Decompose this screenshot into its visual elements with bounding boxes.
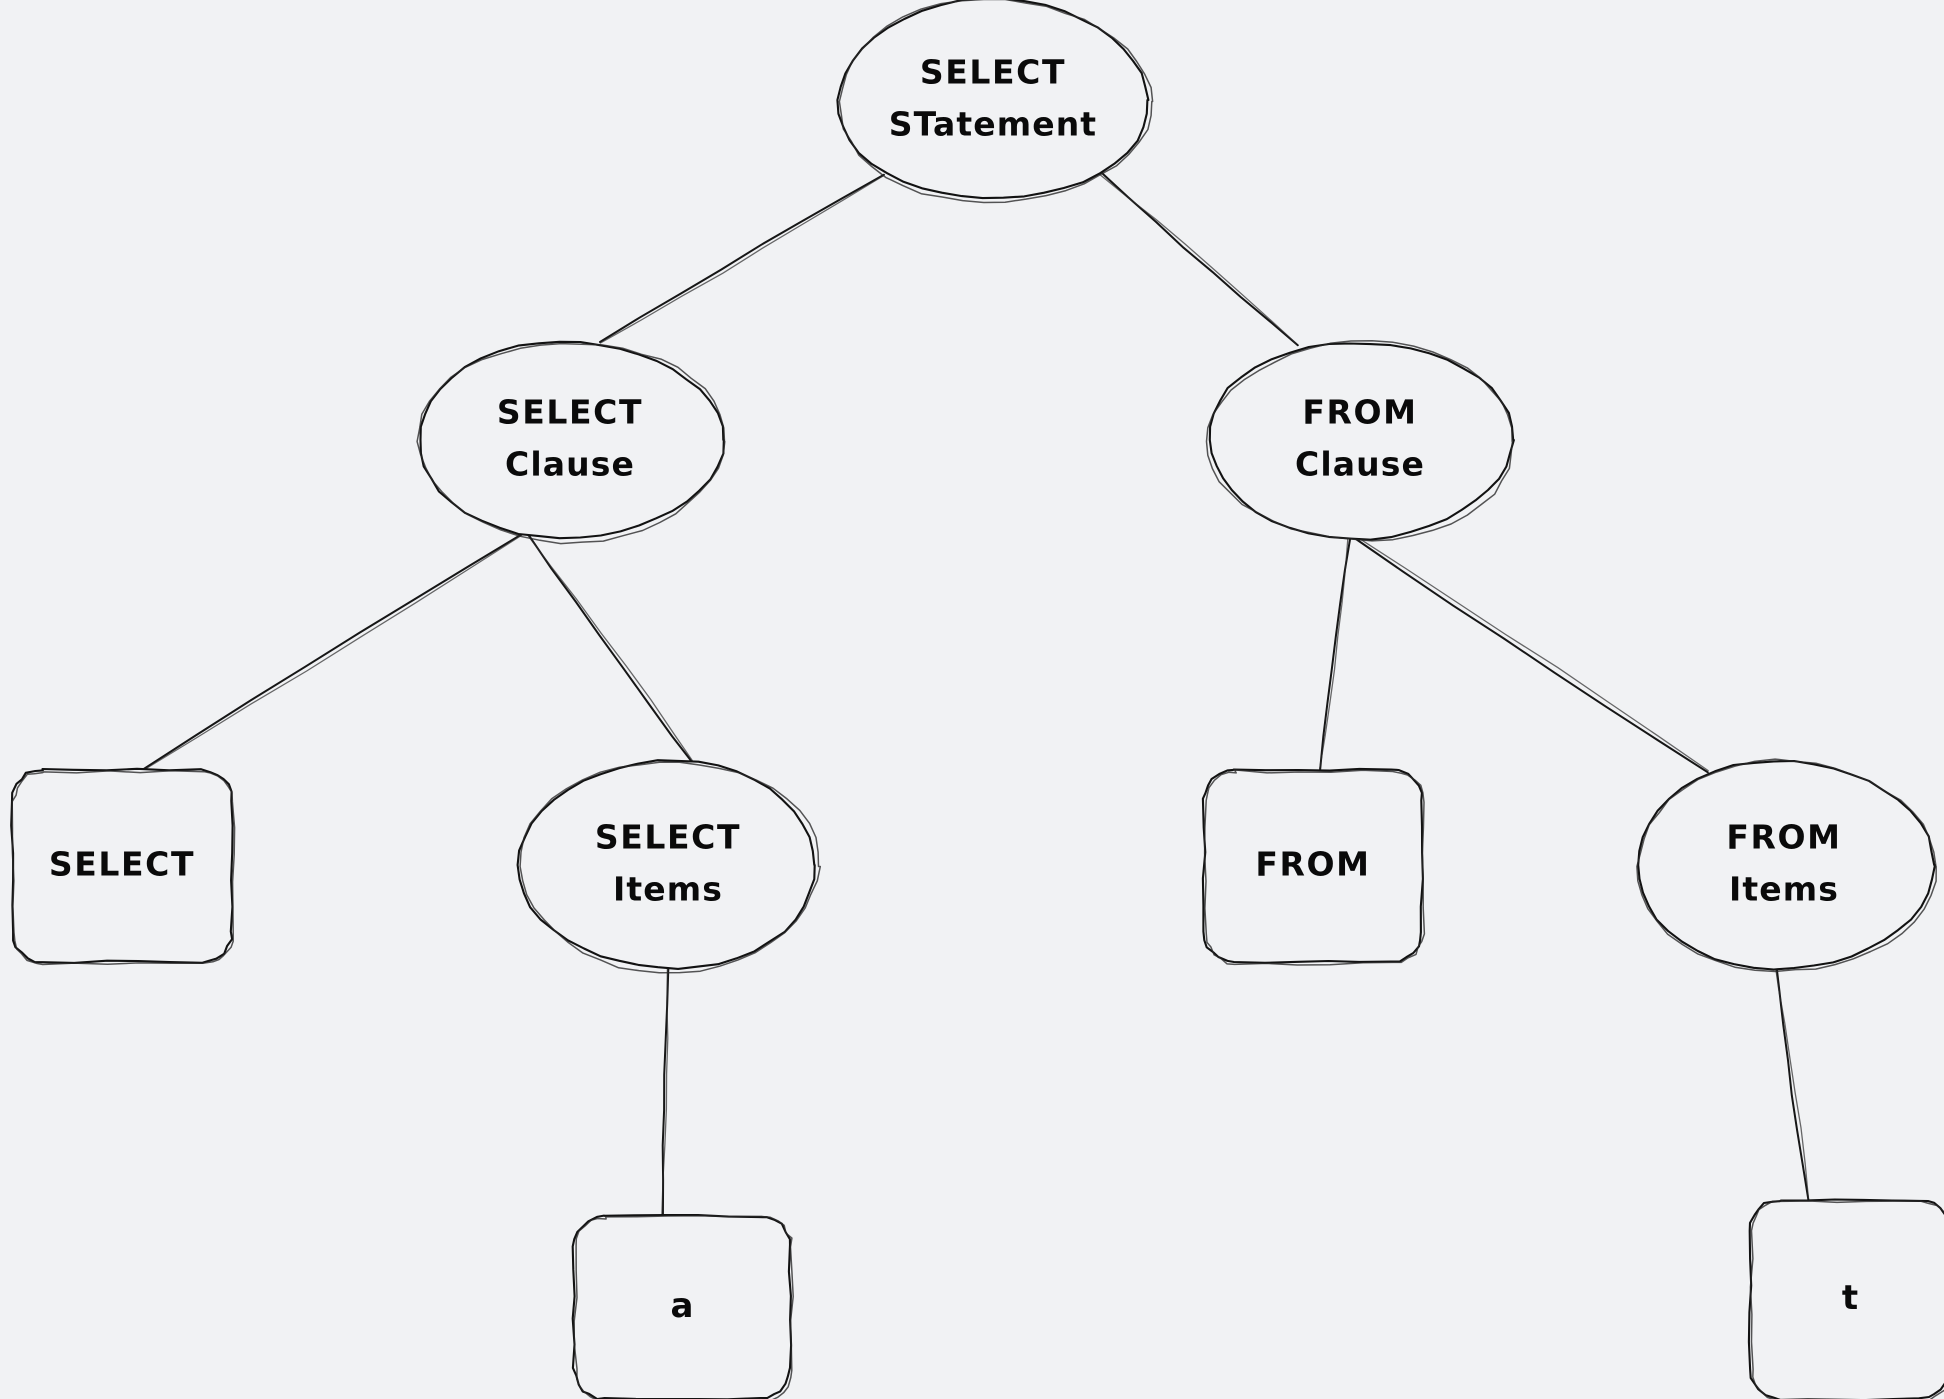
node-label-line2: Clause — [1295, 445, 1425, 484]
edge-stroke-ghost — [1353, 534, 1709, 772]
node-from-terminal[interactable]: FROM — [1201, 767, 1426, 966]
edge-stroke — [1351, 535, 1709, 774]
edge-select-clause-to-select-terminal — [141, 531, 527, 772]
node-outline-rect-ghost — [1749, 1200, 1944, 1399]
edge-stroke — [527, 533, 699, 770]
node-label-line2: Items — [613, 870, 723, 909]
node-leaf-t[interactable]: t — [1747, 1198, 1944, 1399]
edge-stroke — [599, 173, 885, 343]
edge-select-clause-to-select-items — [525, 532, 699, 770]
node-outline-ellipse — [516, 759, 816, 970]
nodes-layer: SELECTSTatementSELECTClauseFROMClauseSEL… — [10, 0, 1944, 1399]
edge-stroke — [141, 531, 527, 772]
node-leaf-a[interactable]: a — [571, 1213, 794, 1399]
node-outline-ellipse-ghost — [1636, 758, 1937, 973]
edge-select-items-to-leaf-a — [661, 967, 670, 1217]
node-from-items[interactable]: FROM Items — [1636, 758, 1937, 973]
node-outline-ellipse-ghost — [416, 342, 726, 545]
edge-stroke-ghost — [141, 533, 525, 772]
node-label-line2: Clause — [505, 445, 635, 484]
edge-stroke-ghost — [525, 532, 699, 770]
node-outline-rect-ghost — [11, 770, 236, 966]
node-label-line1: FROM — [1255, 845, 1370, 884]
node-select-clause[interactable]: SELECT Clause — [416, 340, 726, 545]
node-label-line2: Items — [1729, 870, 1839, 909]
edge-select-statement-to-from-clause — [1097, 170, 1299, 347]
edge-from-items-to-leaf-t — [1772, 953, 1810, 1201]
node-label-line1: FROM — [1302, 393, 1417, 432]
node-outline-rect-ghost — [573, 1215, 794, 1399]
edge-stroke-ghost — [1319, 535, 1349, 770]
edge-stroke-ghost — [599, 174, 885, 344]
node-select-items[interactable]: SELECT Items — [516, 759, 822, 974]
node-outline-rect-ghost — [1203, 769, 1426, 966]
edge-select-statement-to-select-clause — [599, 173, 885, 344]
node-outline-ellipse-ghost — [838, 0, 1154, 204]
node-label-line1: SELECT — [49, 845, 195, 884]
edge-stroke — [1099, 170, 1299, 347]
node-label-line1: SELECT — [497, 393, 643, 432]
edge-from-clause-to-from-items — [1351, 534, 1709, 774]
edges-layer — [141, 170, 1810, 1217]
edge-stroke — [1774, 954, 1810, 1201]
node-outline-ellipse — [419, 340, 725, 540]
node-label-line1: a — [671, 1286, 694, 1326]
node-outline-ellipse — [1637, 759, 1937, 971]
node-label-line1: FROM — [1726, 818, 1841, 857]
node-outline-ellipse-ghost — [1205, 340, 1514, 542]
node-from-clause[interactable]: FROM Clause — [1205, 340, 1515, 542]
node-select-terminal[interactable]: SELECT — [10, 767, 236, 966]
edge-stroke-ghost — [1097, 172, 1297, 344]
node-select-statement[interactable]: SELECT STatement — [836, 0, 1154, 204]
node-label-line1: t — [1842, 1278, 1858, 1318]
edge-stroke-ghost — [661, 967, 669, 1216]
edge-stroke-ghost — [1772, 953, 1810, 1199]
node-outline-ellipse-ghost — [519, 761, 822, 974]
node-label-line2: STatement — [889, 105, 1097, 144]
node-outline-ellipse — [836, 0, 1150, 200]
edge-from-clause-to-from-terminal — [1319, 535, 1352, 771]
node-outline-ellipse — [1208, 342, 1515, 541]
node-label-line1: SELECT — [595, 818, 741, 857]
node-label-line1: SELECT — [920, 53, 1066, 92]
